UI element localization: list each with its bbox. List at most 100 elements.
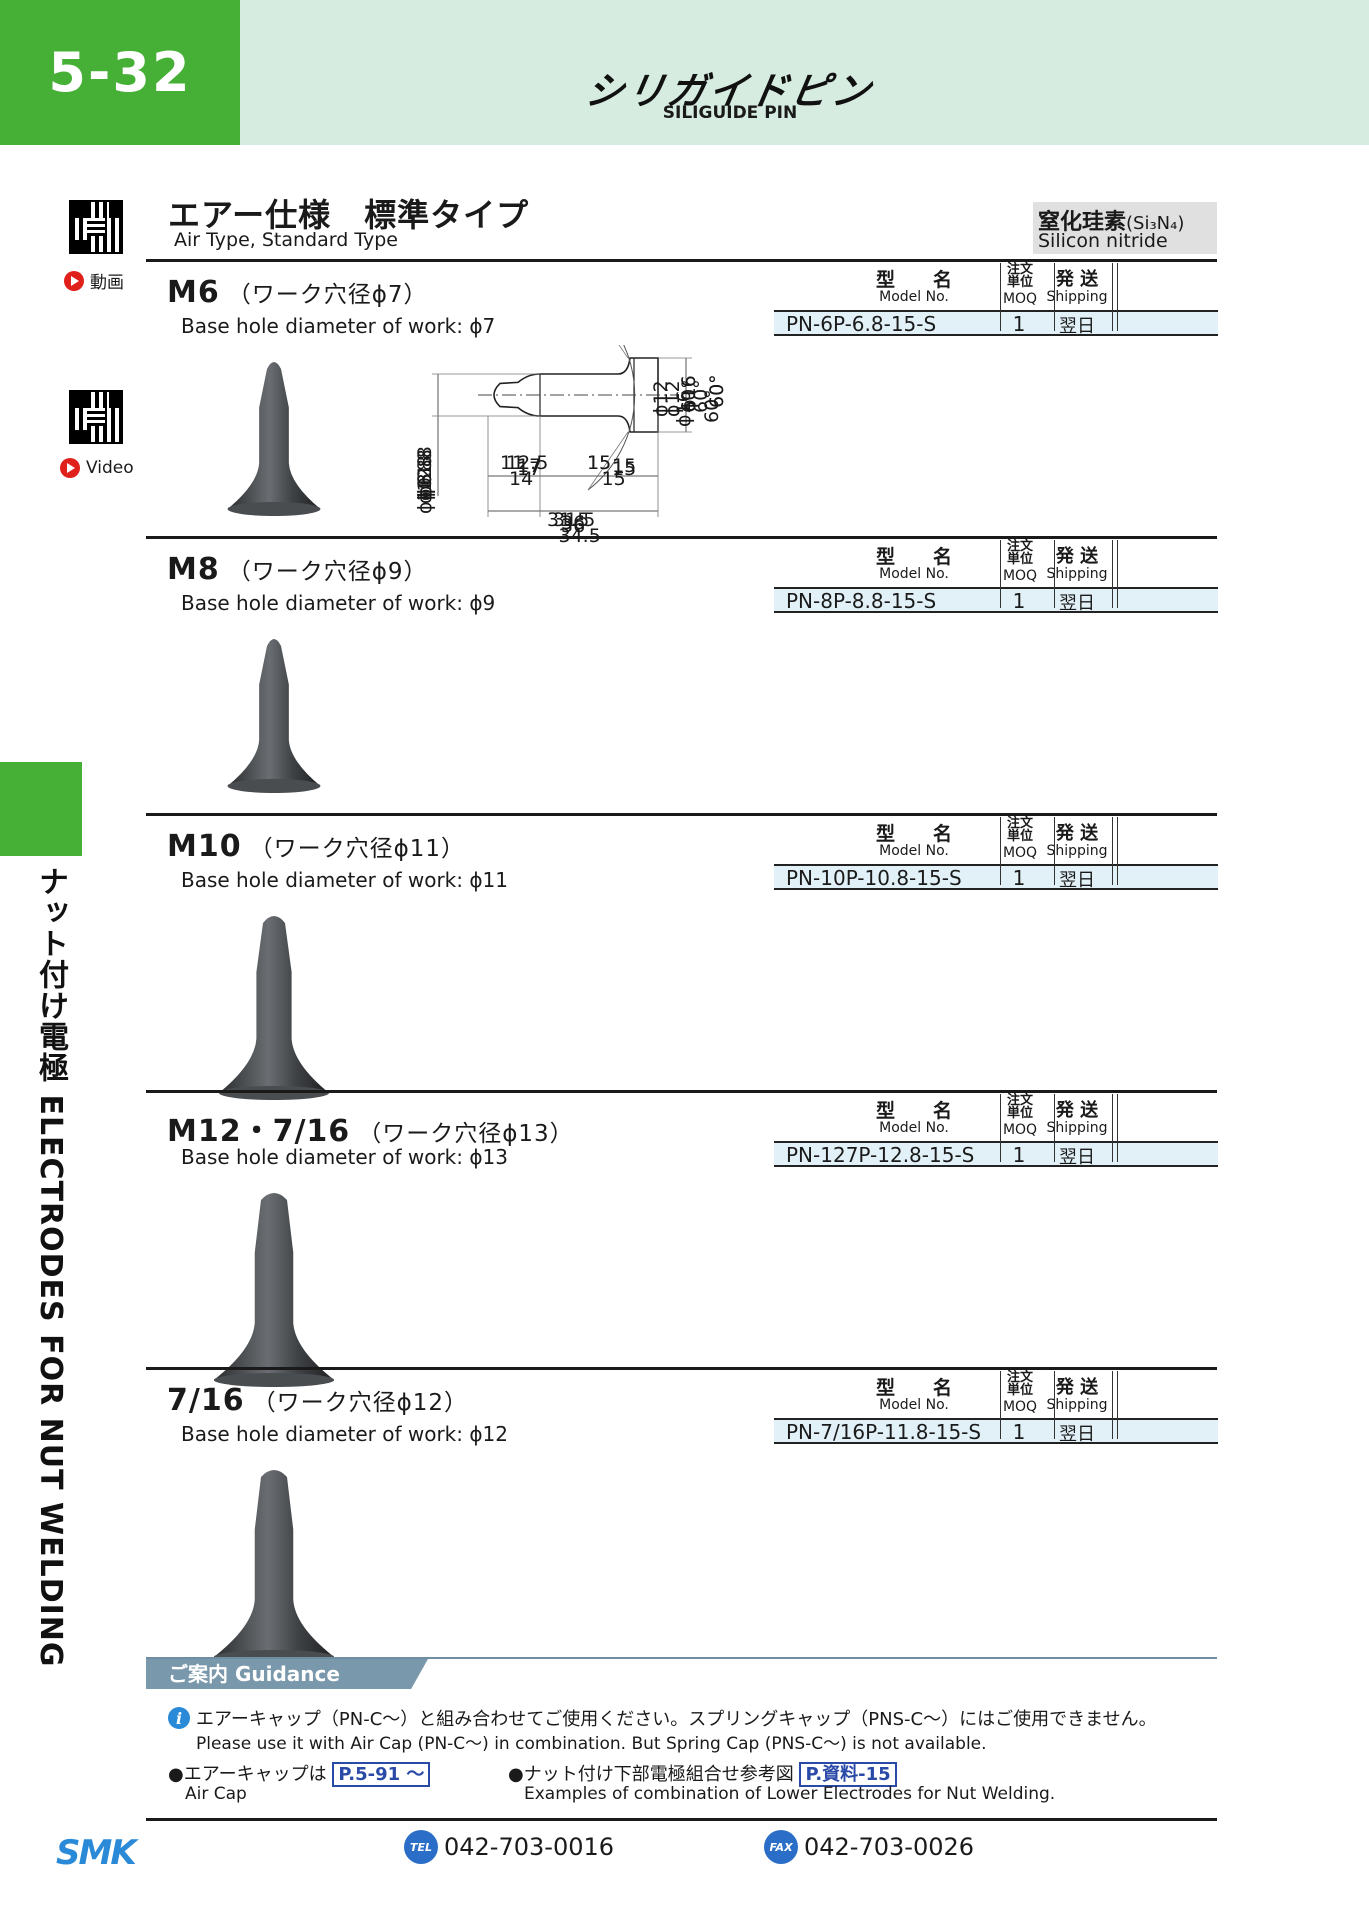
th-model-jp: 型 名	[875, 823, 952, 845]
video-label-jp: 動画	[90, 273, 124, 293]
guidance-note-jp-text: エアーキャップ（PN-C〜）と組み合わせてご使用ください。スプリングキャップ（P…	[196, 1709, 1157, 1730]
dim-tip-length: 11	[500, 452, 525, 474]
pin-body-shape	[214, 1193, 334, 1380]
moq-value: 1	[1012, 1143, 1026, 1167]
guidance-tab: ご案内 Guidance	[146, 1659, 428, 1689]
th-model-en: Model No.	[879, 566, 949, 582]
pin-photo	[214, 1193, 334, 1387]
material-box	[1033, 202, 1217, 254]
pin-base-shape	[227, 502, 321, 516]
shipping-value: 翌日	[1059, 316, 1095, 337]
info-icon: i	[168, 1707, 190, 1729]
model-number[interactable]: PN-8P-8.8-15-S	[786, 589, 937, 613]
dimension-drawing	[410, 1453, 770, 1643]
moq-value: 1	[1012, 1420, 1026, 1444]
table-divider	[1117, 817, 1118, 885]
table-divider	[1054, 540, 1055, 608]
pin-base-shape	[214, 1373, 334, 1387]
play-icon	[60, 458, 80, 478]
model-number[interactable]: PN-10P-10.8-15-S	[786, 866, 962, 890]
page-title-jp: エアー仕様 標準タイプ	[168, 196, 530, 234]
section-rule	[146, 813, 1217, 816]
shipping-value: 翌日	[1059, 1147, 1095, 1168]
dim-tip-length: 17	[517, 458, 542, 480]
play-icon	[64, 270, 84, 291]
qr-code-jp[interactable]	[69, 200, 123, 254]
material-en: Silicon nitride	[1038, 230, 1168, 252]
size-label-jp: （ワーク穴径ϕ11）	[249, 836, 466, 862]
model-number[interactable]: PN-127P-12.8-15-S	[786, 1143, 975, 1167]
th-moq-en: MOQ	[1002, 568, 1038, 584]
section-subtitle: Base hole diameter of work: ϕ11	[181, 868, 508, 892]
side-category-label: ナット付け電極 ELECTRODES FOR NUT WELDING	[33, 866, 68, 1668]
table-divider	[1000, 817, 1001, 885]
spec-row: PN-6P-6.8-15-S 1 翌日	[774, 310, 1218, 337]
th-ship-jp: 発 送	[1055, 1377, 1099, 1398]
th-model-jp: 型 名	[875, 546, 952, 568]
th-moq-jp2: 単位	[1006, 275, 1033, 290]
section-rule	[146, 1090, 1217, 1093]
section-subtitle: Base hole diameter of work: ϕ13	[181, 1145, 508, 1169]
table-divider	[1112, 263, 1113, 331]
dim-total-length: 36	[561, 512, 586, 534]
dim-angle: 60°	[706, 374, 728, 408]
th-moq-en: MOQ	[1002, 1399, 1038, 1415]
th-moq-jp: 注文単位	[1000, 1371, 1040, 1397]
table-divider	[1000, 540, 1001, 608]
fax-line: FAX 042-703-0026	[764, 1830, 974, 1864]
table-divider	[1112, 817, 1113, 885]
qr-code-en[interactable]	[69, 390, 123, 444]
tel-number[interactable]: 042-703-0016	[444, 1833, 615, 1861]
pin-photo	[218, 916, 330, 1100]
guidance-note-jp: i エアーキャップ（PN-C〜）と組み合わせてご使用ください。スプリングキャップ…	[168, 1705, 1157, 1731]
size-label: M6	[167, 275, 220, 310]
size-label-jp: （ワーク穴径ϕ12）	[252, 1390, 469, 1416]
th-moq-jp: 注文単位	[1000, 263, 1040, 289]
th-moq-en: MOQ	[1002, 291, 1038, 307]
brand-logo: SMK	[56, 1833, 137, 1873]
section-title: M12・7/16（ワーク穴径ϕ13）	[167, 1106, 574, 1150]
dim-body-length: 15	[601, 468, 626, 490]
page-number: 5-32	[0, 0, 240, 145]
th-moq-jp2: 単位	[1006, 552, 1033, 567]
dim-total-length: 34.5	[558, 525, 601, 547]
section-title: M6（ワーク穴径ϕ7）	[167, 275, 428, 310]
dim-tip-length: 17	[517, 455, 542, 477]
pin-photo	[214, 1470, 334, 1664]
video-link-en[interactable]: Video	[60, 458, 134, 478]
aircap-ref-link[interactable]: P.5-91 〜	[332, 1762, 431, 1787]
dim-body-length: 15	[612, 458, 637, 480]
th-model-en: Model No.	[879, 289, 949, 305]
section-title: 7/16（ワーク穴径ϕ12）	[167, 1383, 468, 1418]
th-moq-jp2: 単位	[1006, 1383, 1033, 1398]
pin-body-shape	[218, 916, 330, 1093]
dim-flange-diameter: ϕ16	[678, 375, 700, 412]
th-ship-jp: 発 送	[1055, 546, 1099, 567]
th-ship-jp: 発 送	[1055, 823, 1099, 844]
footer-rule	[146, 1818, 1217, 1821]
model-number[interactable]: PN-7/16P-11.8-15-S	[786, 1420, 982, 1444]
tel-badge-icon: TEL	[404, 1830, 438, 1864]
dimension-drawing	[410, 622, 770, 812]
video-label-en: Video	[86, 458, 134, 478]
guidance-bar	[146, 1657, 1217, 1659]
pin-body-shape	[227, 362, 321, 509]
th-moq-jp: 注文単位	[1000, 540, 1040, 566]
lower-en: Examples of combination of Lower Electro…	[524, 1784, 1056, 1804]
th-moq-jp1: 注文	[1006, 816, 1033, 831]
shipping-value: 翌日	[1059, 593, 1095, 614]
pin-base-shape	[218, 1086, 330, 1100]
th-ship-en: Shipping	[1046, 1120, 1108, 1136]
lower-ref-link[interactable]: P.資料-15	[799, 1762, 897, 1787]
angle-leg	[587, 431, 629, 491]
section-rule	[146, 536, 1217, 539]
model-number[interactable]: PN-6P-6.8-15-S	[786, 312, 937, 336]
th-moq-jp2: 単位	[1006, 829, 1033, 844]
th-moq-jp2: 単位	[1006, 1106, 1033, 1121]
video-link-jp[interactable]: 動画	[64, 268, 124, 293]
spec-row: PN-8P-8.8-15-S 1 翌日	[774, 587, 1218, 614]
fax-badge-icon: FAX	[764, 1830, 798, 1864]
dimension-drawing	[432, 345, 692, 517]
table-divider	[1054, 1094, 1055, 1162]
size-label: M10	[167, 829, 242, 864]
